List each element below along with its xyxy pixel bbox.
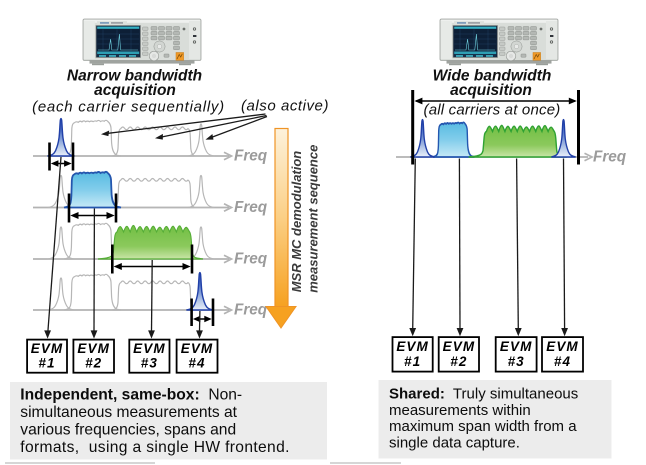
svg-text:EVM: EVM: [77, 341, 110, 356]
svg-text:various frequencies, spans and: various frequencies, spans and: [20, 422, 236, 439]
svg-text:Wide bandwidth: Wide bandwidth: [433, 68, 552, 85]
svg-text:EVM: EVM: [133, 341, 166, 356]
svg-text:(all carriers at once): (all carriers at once): [424, 102, 561, 119]
svg-text:Shared: Truly simultaneous: Shared: Truly simultaneous: [389, 386, 578, 403]
svg-text:#1: #1: [404, 354, 421, 369]
svg-text:EVM: EVM: [443, 339, 476, 354]
svg-text:MSR MC demodulation: MSR MC demodulation: [289, 151, 304, 293]
svg-text:#2: #2: [85, 356, 102, 371]
svg-text:#1: #1: [38, 356, 55, 371]
svg-text:acquisition: acquisition: [94, 82, 176, 99]
svg-text:#4: #4: [188, 356, 205, 371]
svg-text:measurements within: measurements within: [389, 402, 531, 419]
svg-text:#3: #3: [141, 356, 158, 371]
svg-text:EVM: EVM: [500, 339, 533, 354]
svg-text:measurement sequence: measurement sequence: [306, 145, 321, 293]
svg-text:#3: #3: [508, 354, 525, 369]
svg-text:formats, using a single HW fr: formats, using a single HW frontend.: [20, 439, 290, 456]
svg-text:single data capture.: single data capture.: [389, 435, 520, 452]
svg-text:acquisition: acquisition: [450, 82, 532, 99]
svg-text:#2: #2: [450, 354, 467, 369]
svg-text:(each carrier sequentially): (each carrier sequentially): [32, 99, 225, 116]
svg-text:EVM: EVM: [546, 339, 579, 354]
svg-text:#4: #4: [554, 354, 571, 369]
svg-text:EVM: EVM: [396, 339, 429, 354]
svg-text:Narrow bandwidth: Narrow bandwidth: [67, 68, 202, 85]
svg-text:EVM: EVM: [31, 341, 64, 356]
svg-text:Independent, same-box: Non-: Independent, same-box: Non-: [20, 387, 242, 404]
svg-text:maximum span width from a: maximum span width from a: [389, 418, 577, 435]
svg-text:simultaneous measurements at: simultaneous measurements at: [20, 404, 237, 421]
svg-text:EVM: EVM: [181, 341, 214, 356]
svg-text:Freq: Freq: [593, 149, 627, 166]
svg-text:(also active): (also active): [241, 98, 329, 115]
